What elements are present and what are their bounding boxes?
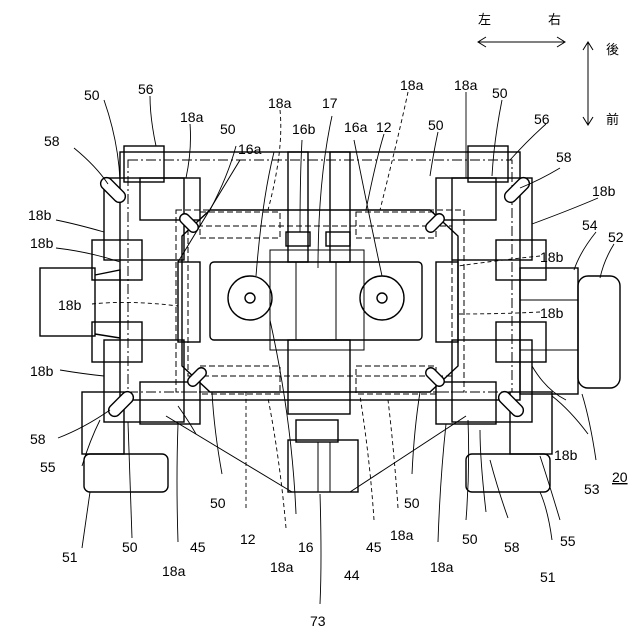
label-58: 58	[556, 149, 572, 165]
label-56: 56	[138, 81, 154, 97]
label-45: 45	[366, 539, 382, 555]
label-51: 51	[540, 569, 556, 585]
bracket-18a-tl	[140, 178, 200, 220]
label-18b: 18b	[28, 207, 52, 223]
diagonal-upper-left	[178, 160, 240, 262]
chain-outline	[128, 160, 512, 392]
label-45: 45	[190, 539, 206, 555]
label-73: 73	[310, 613, 326, 629]
direction-right-label: 右	[548, 13, 561, 28]
label-18b: 18b	[554, 447, 578, 463]
leader-lines	[56, 92, 614, 604]
label-55: 55	[40, 459, 56, 475]
bolt-58-bl	[106, 389, 136, 419]
label-53: 53	[584, 481, 600, 497]
label-18a: 18a	[390, 527, 414, 543]
label-50: 50	[84, 87, 100, 103]
label-18b: 18b	[30, 363, 54, 379]
label-12: 12	[376, 119, 392, 135]
label-52: 52	[608, 229, 624, 245]
label-18a: 18a	[268, 95, 292, 111]
label-12: 12	[240, 531, 256, 547]
lower-carriage	[288, 340, 350, 414]
octagon-frame	[182, 210, 458, 392]
dashed-frame-18a	[176, 210, 464, 392]
label-50: 50	[122, 539, 138, 555]
label-51: 51	[62, 549, 78, 565]
bolt-inner-bl	[186, 366, 209, 389]
bracket-18b-r2	[496, 322, 546, 362]
label-16a: 16a	[344, 119, 368, 135]
bracket-18a-bl	[140, 382, 200, 424]
label-58: 58	[504, 539, 520, 555]
dashed-lower-right	[356, 366, 436, 394]
wheel-51-left	[84, 454, 168, 492]
bolt-inner-br	[424, 366, 447, 389]
side-brackets	[92, 240, 546, 362]
label-16: 16	[298, 539, 314, 555]
dashed-lower-left	[200, 366, 280, 394]
wheel-51-right	[466, 454, 550, 492]
label-58: 58	[30, 431, 46, 447]
bolt-58-tr	[502, 175, 532, 205]
label-16a: 16a	[238, 141, 262, 157]
label-18a: 18a	[162, 563, 186, 579]
bracket-18a-tr	[436, 178, 496, 220]
pulley-hub-left	[245, 293, 255, 303]
label-50: 50	[210, 495, 226, 511]
label-50: 50	[492, 85, 508, 101]
label-18b: 18b	[30, 235, 54, 251]
dashed-upper-left	[200, 212, 280, 238]
label-16b: 16b	[292, 121, 316, 137]
bracket-18a-br	[436, 382, 496, 424]
label-58: 58	[44, 133, 60, 149]
label-17: 17	[322, 95, 338, 111]
label-18a: 18a	[430, 559, 454, 575]
label-54: 54	[582, 217, 598, 233]
drive-motor	[520, 268, 620, 394]
label-18a: 18a	[400, 77, 424, 93]
pulley-hub-right	[377, 293, 387, 303]
label-50: 50	[220, 121, 236, 137]
label-18a: 18a	[270, 559, 294, 575]
pulley-16a-left	[228, 276, 272, 320]
main-body-12	[120, 152, 520, 400]
direction-left-label: 左	[478, 13, 491, 28]
direction-front-label: 前	[606, 112, 619, 128]
dashed-upper-right	[356, 212, 436, 238]
carriage-clamp	[296, 420, 338, 442]
label-18a: 18a	[180, 109, 204, 125]
label-50: 50	[462, 531, 478, 547]
label-55: 55	[560, 533, 576, 549]
label-18b: 18b	[540, 305, 564, 321]
base-plate	[210, 262, 422, 340]
label-18b: 18b	[540, 249, 564, 265]
side-plate-right	[436, 262, 458, 342]
direction-rear-label: 後	[606, 43, 619, 58]
pulley-16a-right	[360, 276, 404, 320]
diagonal-line-right	[350, 416, 466, 492]
label-18b: 18b	[592, 183, 616, 199]
label-20: 20	[612, 469, 628, 485]
rail-clamp-left	[286, 232, 310, 246]
label-18a: 18a	[454, 77, 478, 93]
bolt-inner-tr	[424, 212, 447, 235]
motor-housing-53	[520, 268, 578, 394]
label-50: 50	[428, 117, 444, 133]
corner-modules	[104, 178, 532, 424]
carriage-44	[288, 440, 358, 492]
bracket-18b-l2	[92, 322, 142, 362]
label-44: 44	[344, 567, 360, 583]
label-50: 50	[404, 495, 420, 511]
label-56: 56	[534, 111, 550, 127]
motor-52	[578, 276, 620, 388]
center-carriage	[270, 250, 364, 350]
label-18b: 18b	[58, 297, 82, 313]
